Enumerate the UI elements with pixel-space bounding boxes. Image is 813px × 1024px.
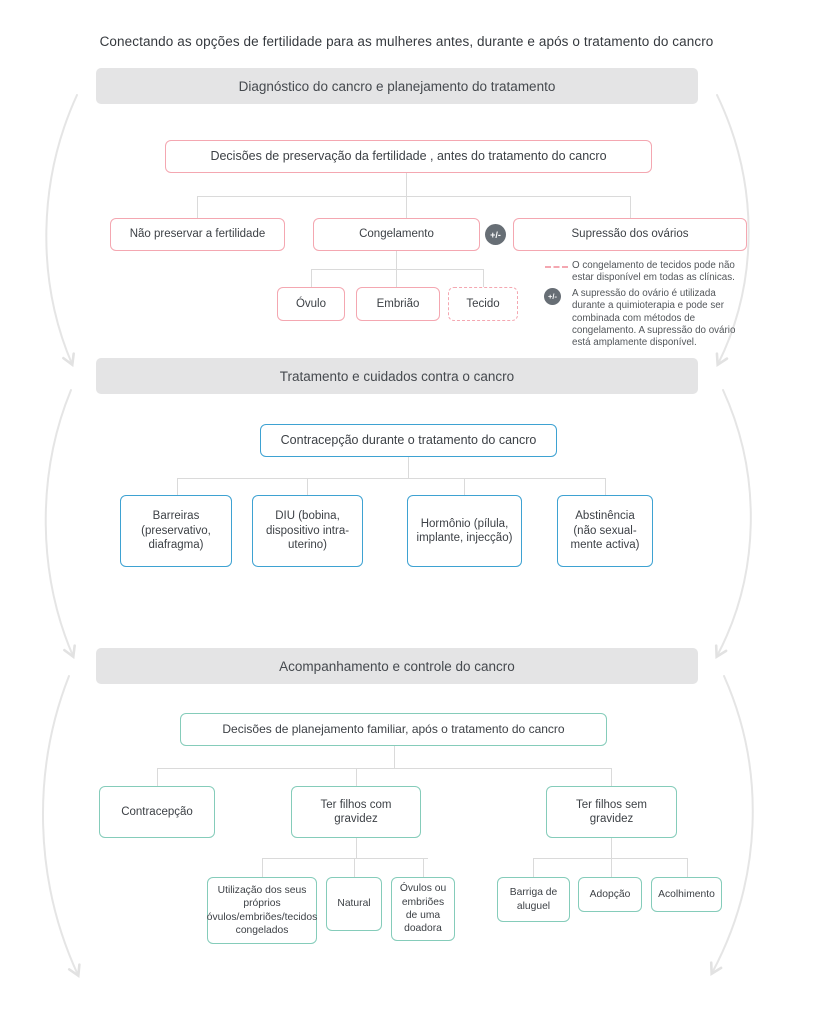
connector-line [157,768,611,769]
node-children-without-pregnancy: Ter filhos sem gravidez [546,786,677,838]
node-abstinence: Abstinência (não sexual­mente activa) [557,495,653,567]
connector-line [630,196,631,218]
connector-line [423,858,424,877]
node-barriers: Barreiras (preservativo, diafragma) [120,495,232,567]
connector-line [177,478,605,479]
node-own-frozen: Utilização dos seus próprios óvulos/embr… [207,877,317,944]
connector-line [605,478,606,495]
node-foster: Acolhimento [651,877,722,912]
node-children-with-pregnancy: Ter filhos com gravidez [291,786,421,838]
connector-line [262,858,428,859]
legend-plus-minus-icon: +/- [544,288,561,305]
connector-line [394,746,395,768]
legend-dashed-line [545,266,568,268]
node-embryo: Embrião [356,287,440,321]
connector-line [157,768,158,786]
node-freeze: Congelamento [313,218,480,251]
section-header-diagnosis: Diagnóstico do cancro e planejamento do … [96,68,698,104]
note-tissue-availability: O congelamento de tecidos pode não estar… [572,260,735,284]
connector-line [533,858,687,859]
connector-line [197,196,631,197]
node-natural: Natural [326,877,382,931]
node-ovary-suppression: Supressão dos ovários [513,218,747,251]
connector-line [307,478,308,495]
node-iud: DIU (bobina, dispositivo intra-uterino) [252,495,363,567]
connector-line [356,768,357,786]
connector-line [177,478,178,495]
node-fertility-preservation-decisions: Decisões de preservação da fertilidade ,… [165,140,652,173]
connector-line [406,196,407,218]
section-header-followup: Acompanhamento e controle do cancro [96,648,698,684]
node-contraception-during: Contracepção durante o tratamento do can… [260,424,557,457]
connector-line [396,269,397,287]
connector-line [611,858,612,877]
page-title: Conectando as opções de fertilidade para… [99,34,714,49]
note-ovary-suppression: A supressão do ovário é utilizada durant… [572,288,736,349]
connector-line [464,478,465,495]
node-contraception-after: Contracepção [99,786,215,838]
node-hormone: Hormônio (pílula, implante, injecção) [407,495,522,567]
node-family-planning-decisions: Decisões de planejamento familiar, após … [180,713,607,746]
connector-line [611,838,612,858]
connector-line [408,457,409,478]
connector-line [197,196,198,218]
node-donor: Óvulos ou embriões de uma doadora [391,877,455,941]
connector-line [354,858,355,877]
connector-line [311,269,483,270]
connector-line [483,269,484,287]
node-egg: Óvulo [277,287,345,321]
connector-line [533,858,534,877]
connector-line [311,269,312,287]
connector-line [396,251,397,269]
node-no-preserve: Não preservar a fertilidade [110,218,285,251]
node-adoption: Adopção [578,877,642,912]
node-tissue: Tecido [448,287,518,321]
connector-line [687,858,688,877]
section-header-treatment: Tratamento e cuidados contra o cancro [96,358,698,394]
node-surrogacy: Barriga de aluguel [497,877,570,922]
connector-line [611,768,612,786]
plus-minus-icon: +/- [485,224,506,245]
connector-line [356,838,357,858]
connector-line [406,173,407,196]
connector-line [262,858,263,877]
